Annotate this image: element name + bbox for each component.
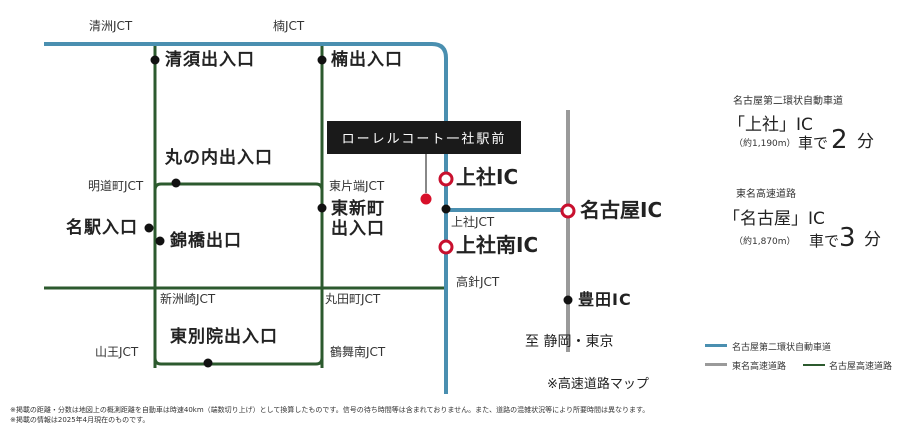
legend-label-loop2: 名古屋第二環状自動車道 [732,343,832,353]
info1-distance: （約1,190m） [734,139,796,149]
station-label: ローレルコート一社駅前 [327,121,521,154]
ic-label-toyota: 豊田IC [578,290,632,309]
info2-by-car: 車で [809,232,840,250]
expressway-marunouchi-loop [153,182,324,192]
ic-label-kamiyashiro: 上社IC [456,165,519,189]
legend-swatch-loop2 [705,344,727,347]
info2-minutes: 3 [839,223,856,253]
exit-label-higashishinmachi-1: 東新町 [331,199,385,219]
jct-label-marutamachi: 丸田町JCT [325,292,381,306]
nishikibashi-exit-dot [155,236,165,246]
info2-ic-name: 「名古屋」IC [723,209,825,229]
info1-minutes: 2 [831,125,848,155]
higashibetsuin-exit-dot [203,358,213,368]
nagoya-ic-marker [560,203,576,219]
jct-label-higashikatahata: 東片端JCT [329,179,385,193]
kiyosu-exit-dot [150,55,160,65]
jct-label-shinsuzaki: 新洲崎JCT [160,292,216,306]
nagoya-2nd-loop [44,42,448,394]
station-location-pin [420,193,432,205]
legend-label-nagoya-expressway: 名古屋高速道路 [829,362,893,372]
kamiyashiro-jct-dot [441,204,451,214]
ic-label-kamiyashiro-minami: 上社南IC [456,233,539,257]
jct-label-kiyosu: 清洲JCT [89,19,133,33]
exit-label-higashishinmachi-2: 出入口 [331,219,385,239]
kamiyashiro-ic-marker [438,171,454,187]
info1-road: 名古屋第二環状自動車道 [733,96,843,107]
info1-ic-name: 「上社」IC [728,115,813,135]
legend-swatch-nagoya-expressway [803,364,825,366]
expressway-higashibetsuin-loop [153,350,324,366]
jct-label-sanno: 山王JCT [95,345,139,359]
exit-label-kiyosu: 清須出入口 [165,50,255,70]
marunouchi-exit-dot [171,178,181,188]
jct-label-kamiyashiro: 上社JCT [451,215,495,229]
direction-label: 至 静岡・東京 [525,334,614,350]
info1-unit: 分 [857,132,874,152]
jct-label-tsurumaiminami: 鶴舞南JCT [330,345,386,359]
jct-label-myodocho: 明道町JCT [88,179,144,193]
kamiyashiro-minami-ic-marker [438,239,454,255]
exit-label-kusu: 楠出入口 [331,50,403,70]
legend-swatch-tomei [705,363,727,366]
info2-distance: （約1,870m） [734,237,796,247]
exit-label-meieki: 名駅入口 [66,218,138,238]
info2-road: 東名高速道路 [736,189,796,200]
jct-label-kusu: 楠JCT [273,19,305,33]
ic-label-nagoya: 名古屋IC [580,198,663,222]
exit-label-nishikibashi: 錦橋出口 [170,231,242,251]
map-caption: ※高速道路マップ [547,377,649,392]
exit-label-marunouchi: 丸の内出入口 [165,148,273,168]
footnote-1: ※掲載の距離・分数は地図上の概測距離を自動車は時速40km（端数切り上げ）として… [10,406,650,414]
toyota-ic-dot [563,295,573,305]
kusu-exit-dot [317,55,327,65]
info1-by-car: 車で [798,134,829,152]
higashishinmachi-exit-dot [317,203,327,213]
exit-label-higashibetsuin: 東別院出入口 [170,327,278,347]
info2-unit: 分 [864,230,881,250]
footnote-2: ※掲載の情報は2025年4月現在のものです。 [10,416,150,424]
meieki-entrance-dot [144,223,154,233]
legend-label-tomei: 東名高速道路 [732,362,787,372]
jct-label-takabari: 高針JCT [456,275,500,289]
